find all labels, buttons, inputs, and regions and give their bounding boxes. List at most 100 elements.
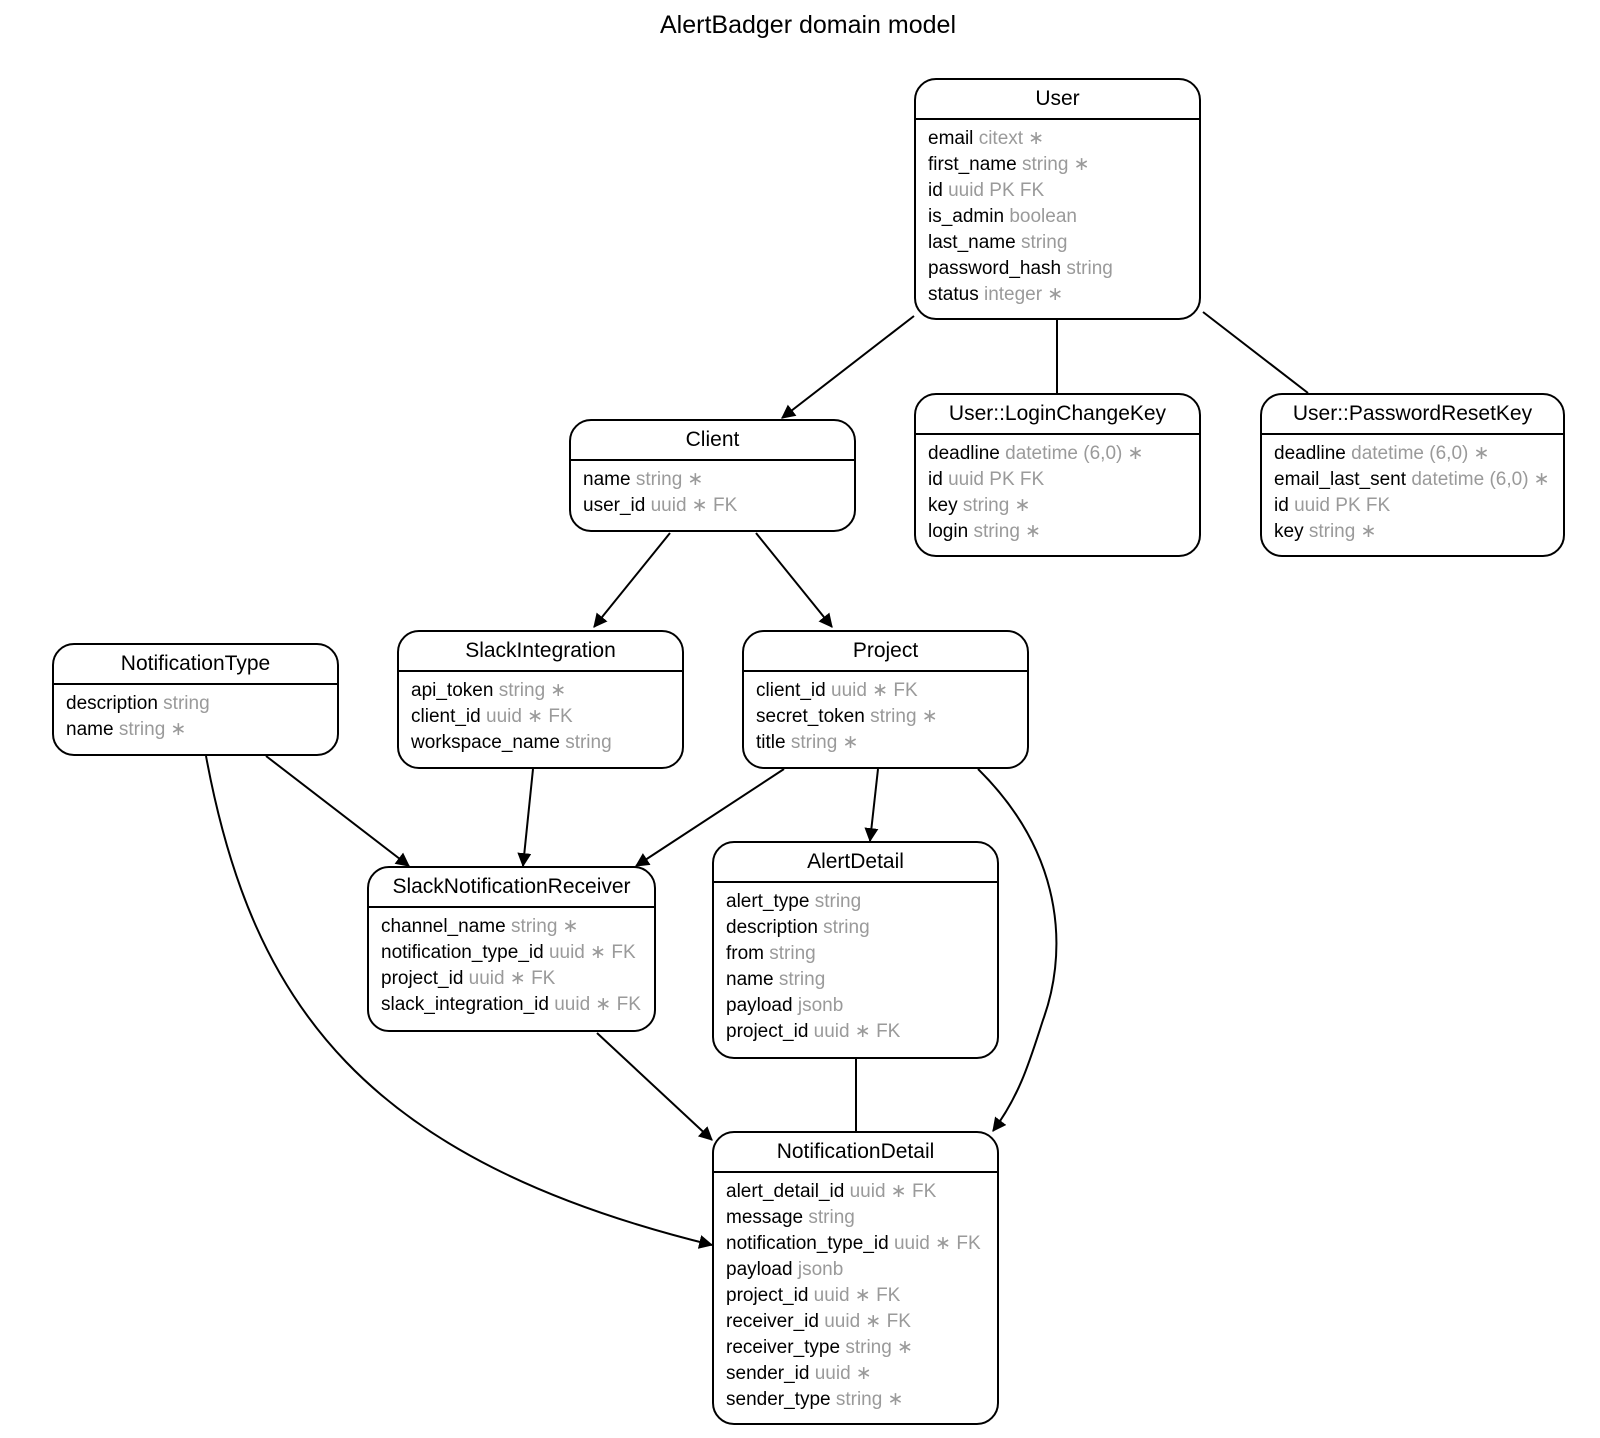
attribute-row: password_hash string — [928, 256, 1187, 282]
attribute-row: payload jsonb — [726, 993, 985, 1019]
entity-title: Project — [744, 632, 1027, 672]
attribute-row: id uuid PK FK — [928, 467, 1187, 493]
attribute-row: workspace_name string — [411, 730, 670, 756]
attribute-type: string — [163, 693, 210, 714]
attribute-row: id uuid PK FK — [928, 178, 1187, 204]
attribute-row: id uuid PK FK — [1274, 493, 1551, 519]
attribute-name: first_name — [928, 154, 1017, 175]
attribute-row: description string — [66, 691, 325, 717]
attribute-type: string ∗ — [635, 469, 704, 490]
attribute-row: receiver_id uuid ∗ FK — [726, 1309, 985, 1335]
entity-title: NotificationType — [54, 645, 337, 685]
entity-title: User::LoginChangeKey — [916, 395, 1199, 435]
attribute-name: payload — [726, 1259, 793, 1280]
attribute-name: api_token — [411, 680, 494, 701]
attribute-type: boolean — [1009, 206, 1077, 227]
attribute-type: uuid ∗ FK — [831, 680, 918, 701]
attribute-type: uuid ∗ FK — [554, 994, 641, 1015]
entity-title: NotificationDetail — [714, 1133, 997, 1173]
attribute-name: email_last_sent — [1274, 469, 1407, 490]
attribute-row: name string ∗ — [583, 467, 842, 493]
attribute-type: string — [1020, 232, 1068, 253]
attribute-name: id — [1274, 495, 1289, 516]
attribute-name: sender_type — [726, 1389, 831, 1410]
attribute-name: notification_type_id — [381, 942, 544, 963]
attribute-row: deadline datetime (6,0) ∗ — [1274, 441, 1551, 467]
edge-project-notification-detail — [977, 768, 1058, 1132]
attribute-row: deadline datetime (6,0) ∗ — [928, 441, 1187, 467]
entity-client[interactable]: Client name string ∗ user_id uuid ∗ FK — [569, 419, 856, 532]
attribute-name: description — [726, 917, 818, 938]
attribute-type: string ∗ — [1021, 154, 1090, 175]
attribute-row: key string ∗ — [928, 493, 1187, 519]
attribute-name: key — [1274, 521, 1304, 542]
attribute-name: workspace_name — [411, 732, 560, 753]
attribute-row: description string — [726, 915, 985, 941]
attribute-name: id — [928, 180, 943, 201]
entity-slack-notification-receiver[interactable]: SlackNotificationReceiver channel_name s… — [367, 866, 656, 1032]
entity-notification-type[interactable]: NotificationType description string name… — [52, 643, 339, 756]
attribute-type: string ∗ — [118, 719, 187, 740]
entity-slack-integration[interactable]: SlackIntegration api_token string ∗ clie… — [397, 630, 684, 769]
attribute-type: datetime (6,0) ∗ — [1351, 443, 1490, 464]
attribute-row: channel_name string ∗ — [381, 914, 642, 940]
entity-title: SlackNotificationReceiver — [369, 868, 654, 908]
attribute-row: payload jsonb — [726, 1257, 985, 1283]
attribute-name: receiver_type — [726, 1337, 841, 1358]
attribute-row: title string ∗ — [756, 730, 1015, 756]
attribute-type: string ∗ — [510, 916, 579, 937]
attribute-name: project_id — [726, 1285, 809, 1306]
attribute-row: email_last_sent datetime (6,0) ∗ — [1274, 467, 1551, 493]
attribute-name: name — [583, 469, 631, 490]
attribute-row: project_id uuid ∗ FK — [726, 1283, 985, 1309]
edge-slack-integration-slack-receiver — [517, 768, 534, 868]
attribute-row: project_id uuid ∗ FK — [381, 966, 642, 992]
entity-password-reset-key[interactable]: User::PasswordResetKey deadline datetime… — [1260, 393, 1565, 557]
attribute-type: string — [823, 917, 870, 938]
attribute-name: message — [726, 1207, 804, 1228]
attribute-type: uuid ∗ FK — [824, 1311, 911, 1332]
attribute-row: first_name string ∗ — [928, 152, 1187, 178]
attribute-type: string ∗ — [973, 521, 1042, 542]
attribute-row: client_id uuid ∗ FK — [756, 678, 1015, 704]
attribute-name: is_admin — [928, 206, 1005, 227]
attribute-row: is_admin boolean — [928, 204, 1187, 230]
attribute-row: alert_type string — [726, 889, 985, 915]
attribute-type: string — [565, 732, 612, 753]
attribute-type: uuid ∗ FK — [650, 495, 738, 516]
entity-alert-detail[interactable]: AlertDetail alert_type string descriptio… — [712, 841, 999, 1059]
attribute-type: string — [814, 891, 862, 912]
entity-notification-detail[interactable]: NotificationDetail alert_detail_id uuid … — [712, 1131, 999, 1425]
attribute-type: uuid ∗ FK — [813, 1021, 901, 1042]
attribute-name: name — [726, 969, 774, 990]
entity-project[interactable]: Project client_id uuid ∗ FK secret_token… — [742, 630, 1029, 769]
attribute-name: description — [66, 693, 158, 714]
attribute-name: name — [66, 719, 114, 740]
attribute-type: string ∗ — [870, 706, 938, 727]
attribute-row: status integer ∗ — [928, 282, 1187, 308]
attribute-type: datetime (6,0) ∗ — [1411, 469, 1550, 490]
attribute-name: channel_name — [381, 916, 506, 937]
attribute-type: string ∗ — [790, 732, 859, 753]
attribute-type: uuid ∗ FK — [813, 1285, 901, 1306]
entity-user[interactable]: User email citext ∗ first_name string ∗ … — [914, 78, 1201, 320]
attribute-row: user_id uuid ∗ FK — [583, 493, 842, 519]
entity-title: SlackIntegration — [399, 632, 682, 672]
attribute-type: uuid PK FK — [1294, 495, 1391, 516]
attribute-row: login string ∗ — [928, 519, 1187, 545]
edge-project-alert-detail — [864, 768, 879, 843]
entity-login-change-key[interactable]: User::LoginChangeKey deadline datetime (… — [914, 393, 1201, 557]
attribute-name: project_id — [726, 1021, 809, 1042]
attribute-name: title — [756, 732, 786, 753]
edge-client-project — [755, 532, 833, 628]
edge-notification-type-notification-detail — [205, 755, 714, 1249]
attribute-type: uuid PK FK — [948, 469, 1045, 490]
attribute-name: slack_integration_id — [381, 994, 549, 1015]
attribute-type: string — [769, 943, 816, 964]
attribute-type: uuid ∗ FK — [548, 942, 636, 963]
attribute-name: client_id — [411, 706, 481, 727]
attribute-type: uuid ∗ FK — [849, 1181, 937, 1202]
attribute-row: key string ∗ — [1274, 519, 1551, 545]
attribute-name: deadline — [1274, 443, 1346, 464]
